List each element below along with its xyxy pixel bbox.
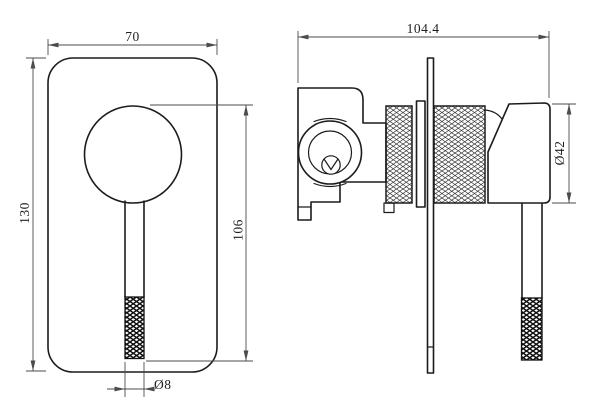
handle-knurl-side <box>520 297 543 361</box>
knob-circle <box>83 105 183 204</box>
dim-handle-tip-diameter-label: Ø8 <box>154 377 172 392</box>
dim-plate-width-label: 70 <box>125 29 140 44</box>
side-view: 104.4 Ø42 <box>297 21 576 374</box>
mounting-flange <box>415 100 426 208</box>
valve-boss-chamfer-top <box>313 117 347 123</box>
handle-hub <box>487 102 551 204</box>
front-view: 70 130 106 Ø8 <box>17 29 253 397</box>
dim-plate-width: 70 <box>47 29 218 55</box>
valve-port-center <box>321 155 341 175</box>
dim-handle-length: 106 <box>146 104 253 362</box>
handle-stem-front <box>124 200 145 298</box>
dim-handle-tip-diameter: Ø8 <box>107 362 172 397</box>
hub-transition-curve <box>484 109 503 120</box>
dim-plate-height: 130 <box>17 57 46 372</box>
handle-knurl-front <box>124 296 145 360</box>
dim-handle-length-label: 106 <box>231 219 246 241</box>
dim-hub-diameter-label: Ø42 <box>552 141 567 166</box>
dim-overall-depth-label: 104.4 <box>407 21 440 36</box>
cartridge-knurl-left <box>385 105 413 204</box>
valve-port-notch <box>323 158 339 171</box>
cartridge-knurl-right <box>433 105 486 204</box>
valve-boss-chamfer-bottom <box>313 182 347 188</box>
dim-overall-depth: 104.4 <box>297 21 550 98</box>
wall-plate-edge <box>426 57 435 374</box>
dim-plate-height-label: 130 <box>17 202 32 224</box>
cartridge-step <box>383 202 395 214</box>
handle-stem-side <box>521 202 543 299</box>
dim-hub-diameter: Ø42 <box>552 103 576 204</box>
